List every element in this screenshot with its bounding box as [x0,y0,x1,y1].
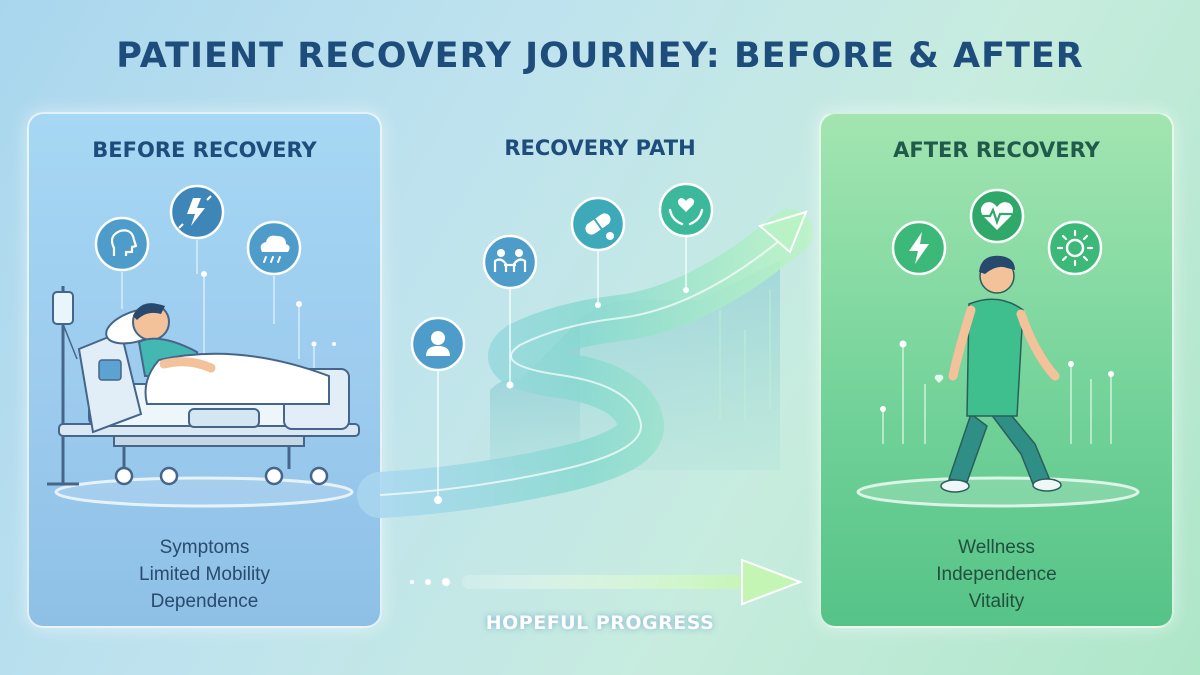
before-recovery-heading: BEFORE RECOVERY [92,138,317,162]
before-state-limited-mobility: Limited Mobility [139,564,270,585]
consultation-icon [482,234,538,290]
page-title: PATIENT RECOVERY JOURNEY: BEFORE & AFTER [116,36,1084,76]
energy-bolt-icon [891,220,947,276]
sun-icon [1047,220,1103,276]
hopeful-progress-label: HOPEFUL PROGRESS [485,612,715,634]
before-illustration [47,240,360,508]
person-icon [410,316,466,372]
after-recovery-heading: AFTER RECOVERY [893,138,1100,162]
progress-arrow [410,558,803,606]
rain-cloud-icon [246,220,302,276]
after-state-list: Wellness Independence Vitality [821,534,1172,615]
before-state-symptoms: Symptoms [159,537,250,558]
medication-pill-icon [570,196,626,252]
head-icon [94,216,150,272]
after-state-independence: Independence [936,564,1057,585]
after-state-wellness: Wellness [958,537,1035,558]
heart-pulse-icon [969,188,1025,244]
recovery-path-heading: RECOVERY PATH [504,136,696,160]
before-state-list: Symptoms Limited Mobility Dependence [29,534,380,615]
care-hands-icon [658,182,714,238]
after-state-vitality: Vitality [968,591,1025,612]
pain-bolt-icon [169,184,225,240]
after-recovery-panel: AFTER RECOVERY [819,112,1174,628]
before-recovery-panel: BEFORE RECOVERY [27,112,382,628]
after-illustration [856,255,1140,508]
before-state-dependence: Dependence [150,591,259,612]
